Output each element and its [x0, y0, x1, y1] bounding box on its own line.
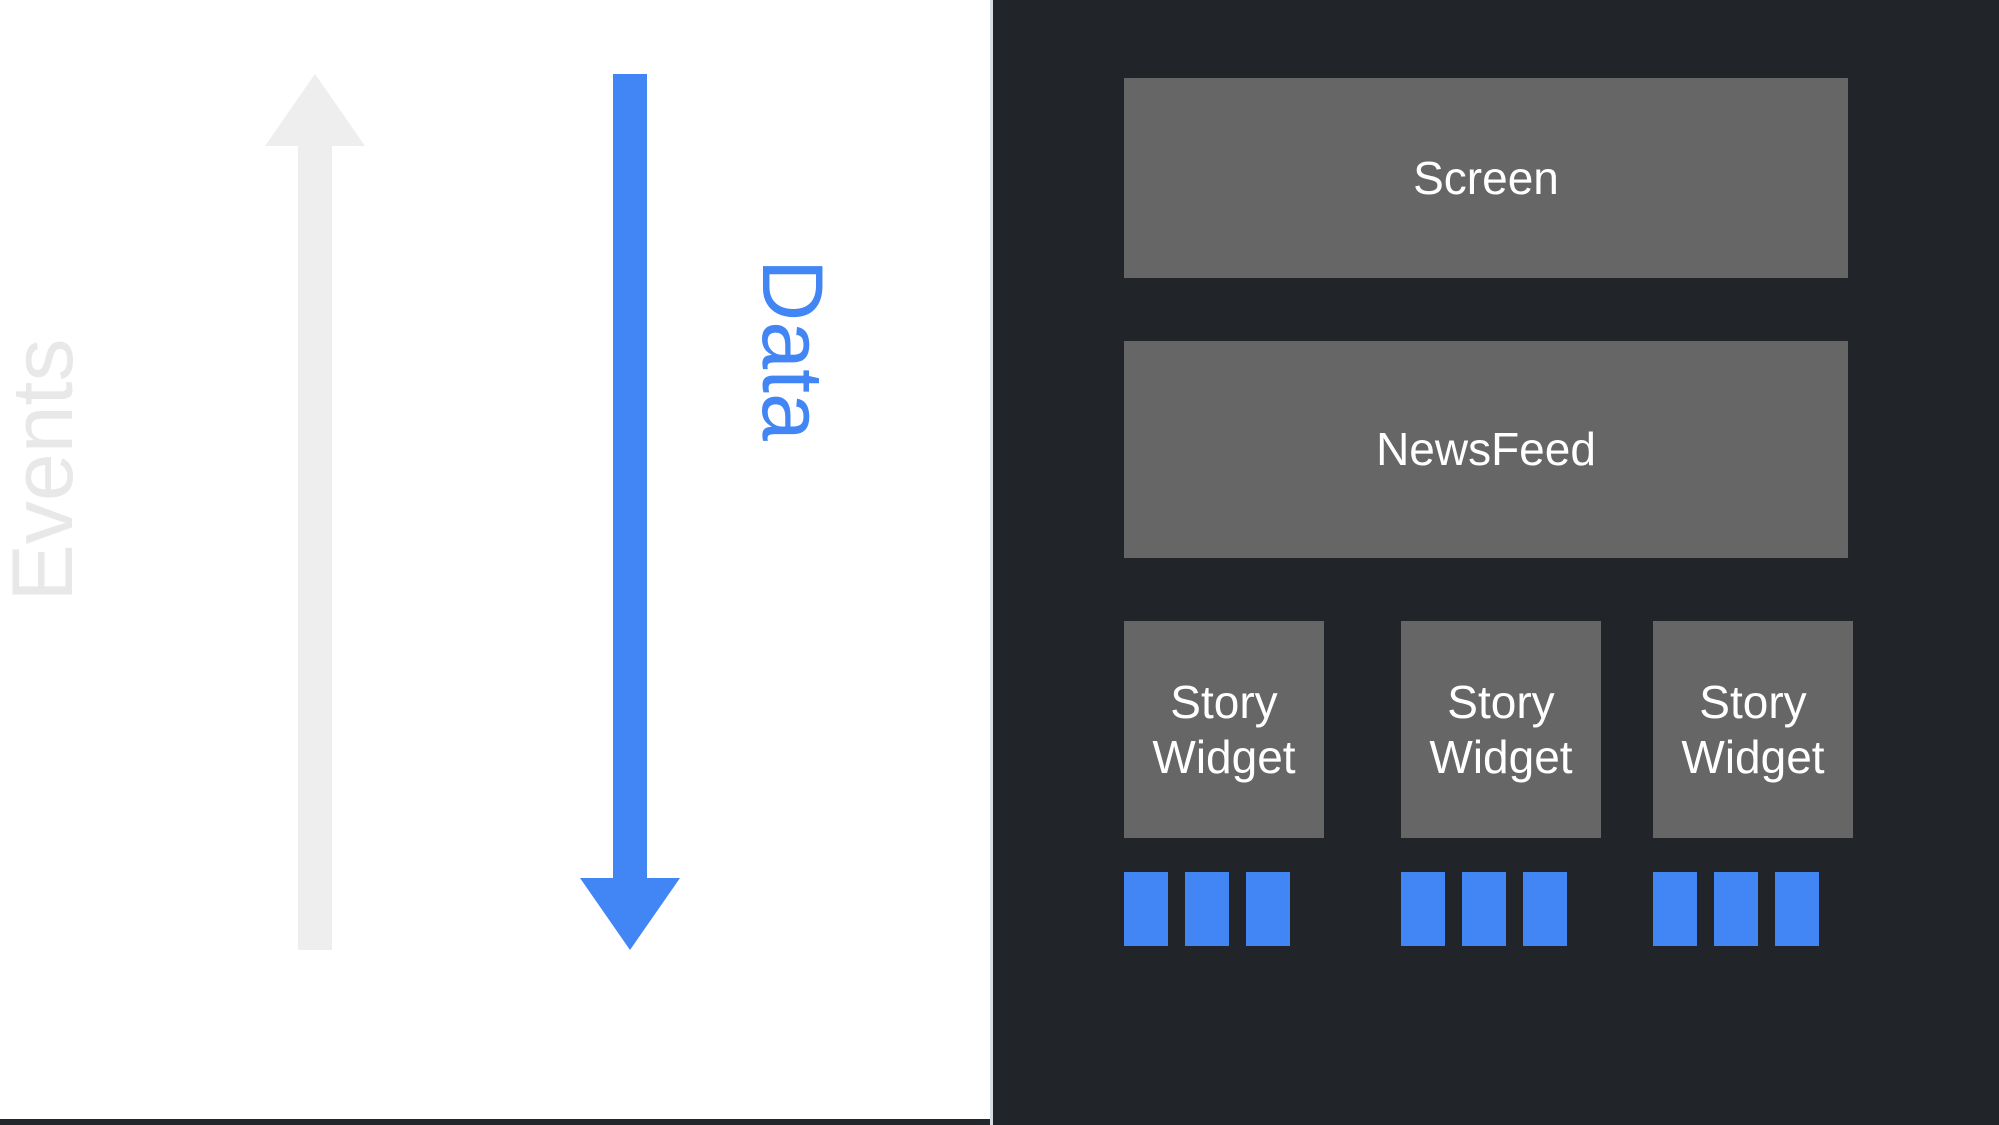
story-widget-2-line2: Widget — [1429, 730, 1573, 783]
node-story-widget-1[interactable]: Story Widget — [1124, 621, 1324, 838]
chip-row-story-widget-1 — [1124, 872, 1290, 946]
node-newsfeed[interactable]: NewsFeed — [1124, 341, 1848, 558]
arrow-up-icon — [265, 74, 365, 950]
chip[interactable] — [1124, 872, 1168, 946]
chip-row-story-widget-3 — [1653, 872, 1819, 946]
story-widget-1-line2: Widget — [1152, 730, 1296, 783]
story-widget-3-line1: Story — [1699, 676, 1807, 729]
chip[interactable] — [1653, 872, 1697, 946]
chip[interactable] — [1185, 872, 1229, 946]
arrow-down-icon — [580, 74, 680, 950]
story-widget-2-line1: Story — [1447, 676, 1555, 729]
bottom-divider — [0, 1119, 990, 1125]
chip[interactable] — [1523, 872, 1567, 946]
events-flow-label: Events — [0, 338, 91, 602]
chip[interactable] — [1401, 872, 1445, 946]
chip[interactable] — [1246, 872, 1290, 946]
chip[interactable] — [1462, 872, 1506, 946]
chip[interactable] — [1775, 872, 1819, 946]
widget-tree-panel: Screen NewsFeed Story Widget Story Widge… — [990, 0, 1999, 1125]
node-story-widget-3[interactable]: Story Widget — [1653, 621, 1853, 838]
story-widget-1-line1: Story — [1170, 676, 1278, 729]
flow-legend-panel: Events Data — [0, 0, 990, 1119]
chip[interactable] — [1714, 872, 1758, 946]
chip-row-story-widget-2 — [1401, 872, 1567, 946]
story-widget-3-line2: Widget — [1681, 730, 1825, 783]
node-story-widget-2[interactable]: Story Widget — [1401, 621, 1601, 838]
node-screen[interactable]: Screen — [1124, 78, 1848, 278]
data-flow-label: Data — [744, 259, 840, 441]
